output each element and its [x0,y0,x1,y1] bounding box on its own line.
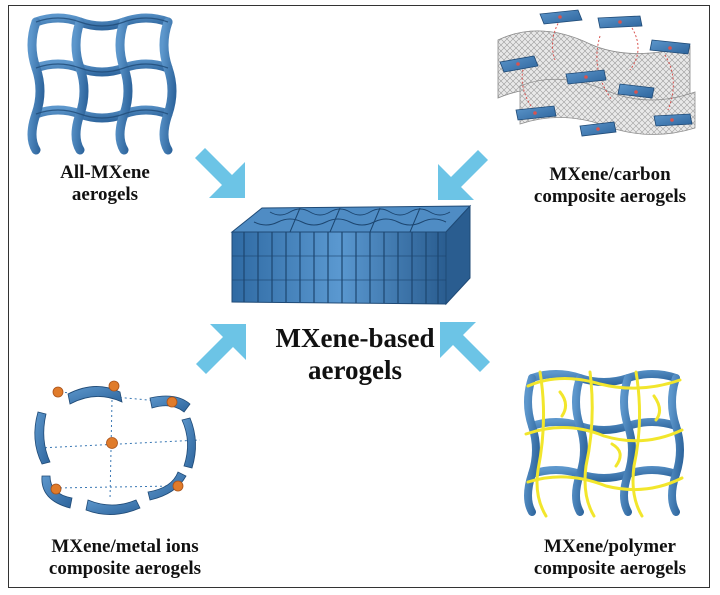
label-all-mxene-line1: All-MXene [60,162,150,183]
label-mxene-polymer-line1: MXene/polymer [544,536,676,557]
arrow-top-left [195,148,245,198]
mxene-metal-ions-illustration [34,380,201,515]
arrow-top-right [438,150,488,200]
arrows [195,148,490,374]
label-all-mxene-line2: aerogels [71,184,139,206]
label-mxene-metal-ions-line2: composite aerogels [48,558,202,580]
label-mxene-carbon-line1: MXene/carbon [549,164,671,185]
label-all-mxene: All-MXene aerogels [40,162,170,207]
label-mxene-metal-ions-line1: MXene/metal ions [51,536,199,557]
label-mxene-carbon-line2: composite aerogels [533,186,687,208]
arrow-bottom-left [196,324,246,374]
mxene-carbon-illustration [497,9,696,137]
label-mxene-metal-ions: MXene/metal ions composite aerogels [30,536,220,581]
label-center-line2: aerogels [308,355,402,386]
arrow-bottom-right [440,322,490,372]
label-mxene-polymer: MXene/polymer composite aerogels [515,536,705,581]
label-mxene-based-aerogels: MXene-based aerogels [250,322,460,387]
label-mxene-polymer-line2: composite aerogels [533,558,687,580]
label-mxene-carbon: MXene/carbon composite aerogels [520,164,700,209]
all-mxene-lattice [27,13,177,155]
mxene-aerogel-block [230,204,472,306]
mxene-polymer-illustration [524,370,684,518]
label-center-line1: MXene-based [275,323,435,353]
